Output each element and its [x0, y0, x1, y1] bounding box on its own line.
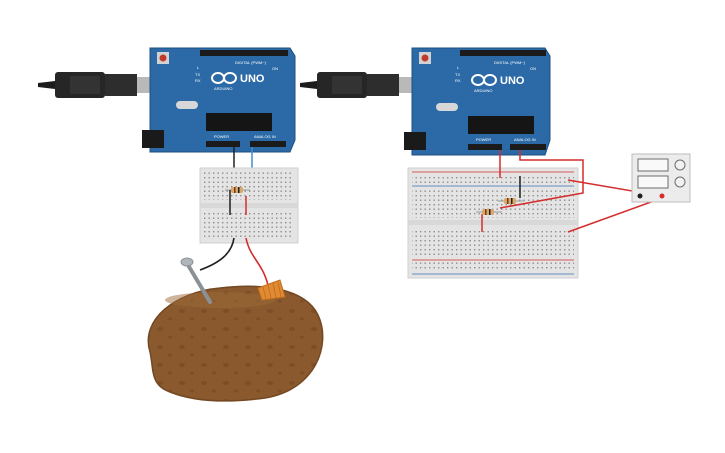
rx-label-right: RX: [455, 78, 461, 83]
crystal-right: [436, 103, 458, 111]
usb-cable-left[interactable]: [38, 72, 151, 98]
arduino-uno-right[interactable]: DIGITAL (PWM~) UNO ARDUINO TX RX L ON PO…: [404, 47, 551, 156]
resistor-left[interactable]: [225, 187, 250, 193]
analog-header-right: [510, 144, 546, 150]
power-header-left: [206, 141, 240, 147]
crystal-left: [176, 101, 198, 109]
potato[interactable]: [147, 285, 324, 402]
digital-label-left: DIGITAL (PWM~): [235, 60, 267, 65]
on-label-right: ON: [530, 66, 536, 71]
right-circuit: DIGITAL (PWM~) UNO ARDUINO TX RX L ON PO…: [300, 47, 691, 279]
power-jack-right: [404, 132, 426, 150]
arduino-logo-left: [211, 72, 237, 84]
arduino-logo-right: [471, 74, 497, 86]
analog-label-left: ANALOG IN: [254, 134, 276, 139]
resistor-right-1[interactable]: [498, 198, 524, 204]
power-label-right: POWER: [476, 137, 491, 142]
zinc-nail[interactable]: [180, 257, 212, 304]
analog-header-left: [250, 141, 286, 147]
voltage-knob[interactable]: [674, 159, 686, 171]
power-supply[interactable]: [631, 153, 691, 203]
voltage-display: [637, 158, 669, 172]
terminal-negative[interactable]: [637, 193, 643, 199]
terminal-positive[interactable]: [659, 193, 665, 199]
tx-label-right: TX: [455, 72, 460, 77]
rx-label-left: RX: [195, 78, 201, 83]
usb-cable-right[interactable]: [300, 72, 413, 98]
model-label-right: UNO: [500, 75, 525, 87]
analog-label-right: ANALOG IN: [514, 137, 536, 142]
power-label-left: POWER: [214, 134, 229, 139]
brand-label-left: ARDUINO: [214, 86, 232, 91]
l-label-left: L: [197, 65, 200, 70]
microcontroller-right: [468, 116, 534, 134]
copper-electrode[interactable]: [257, 279, 286, 301]
digital-header-right: [460, 50, 546, 56]
model-label-left: UNO: [240, 73, 265, 85]
mini-breadboard-left[interactable]: [199, 167, 299, 244]
resistor-right-2[interactable]: [476, 209, 502, 215]
current-display: [637, 175, 669, 189]
current-knob[interactable]: [674, 176, 686, 188]
l-label-right: L: [457, 65, 460, 70]
wire-to-nail[interactable]: [199, 237, 235, 271]
wire-to-copper[interactable]: [245, 237, 269, 286]
brand-label-right: ARDUINO: [474, 88, 492, 93]
microcontroller-left: [206, 113, 272, 131]
digital-header-left: [200, 50, 288, 56]
arduino-uno-left[interactable]: DIGITAL (PWM~) UNO ARDUINO TX RX L ON PO…: [142, 47, 296, 153]
left-circuit: DIGITAL (PWM~) UNO ARDUINO TX RX L ON PO…: [38, 47, 324, 402]
reset-button-right[interactable]: [421, 54, 429, 62]
tx-label-left: TX: [195, 72, 200, 77]
digital-label-right: DIGITAL (PWM~): [494, 60, 526, 65]
power-jack-left: [142, 130, 164, 148]
full-breadboard-right[interactable]: [407, 167, 579, 279]
wire-analog-right[interactable]: [499, 150, 584, 209]
wire-supply-negative[interactable]: [567, 197, 663, 233]
on-label-left: ON: [272, 66, 278, 71]
reset-button-left[interactable]: [159, 54, 167, 62]
power-header-right: [468, 144, 502, 150]
